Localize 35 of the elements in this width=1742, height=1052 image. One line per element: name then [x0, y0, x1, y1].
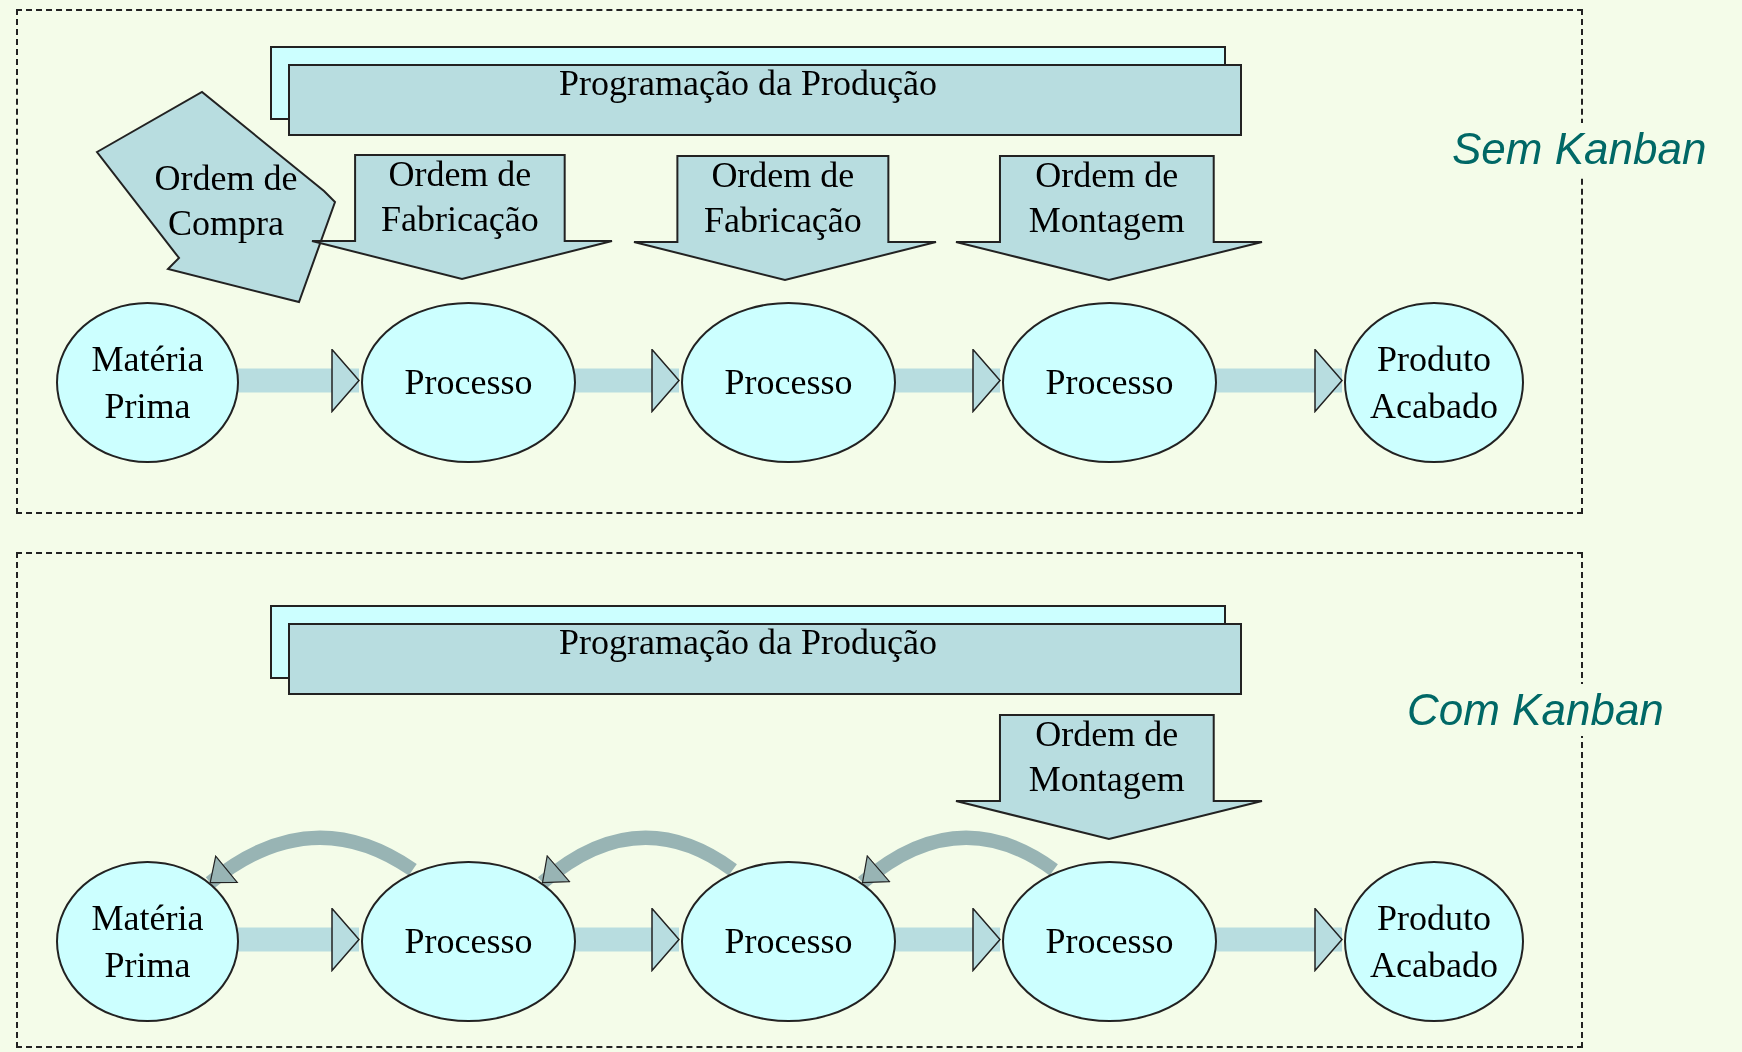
block-arrow — [574, 907, 680, 972]
order-arrow-shape — [633, 155, 937, 281]
panel-title: Sem Kanban — [1452, 123, 1707, 176]
block-arrow — [237, 907, 360, 972]
node-text: Processo — [404, 361, 533, 405]
block-arrow — [894, 907, 1001, 972]
node-text: Ordem de Montagem — [1027, 154, 1186, 243]
block-arrow — [1215, 348, 1343, 413]
node-text: Programação da Produção — [559, 621, 937, 663]
node-text: Programação da Produção — [559, 62, 937, 104]
block-arrow — [237, 348, 360, 413]
node-text: Ordem de Fabricação — [379, 153, 540, 242]
node-text: Processo — [1045, 361, 1174, 405]
curved-arrow — [538, 831, 737, 889]
order-arrow-shape — [955, 155, 1263, 281]
order-arrow-shape — [96, 91, 336, 303]
node-text: Ordem de Compra — [153, 157, 299, 245]
curved-arrow — [205, 831, 417, 889]
panel-title: Com Kanban — [1407, 684, 1664, 737]
block-arrow — [894, 348, 1001, 413]
block-arrow — [574, 348, 680, 413]
node-text: Processo — [724, 361, 853, 405]
node-text: Produto Acabado — [1369, 337, 1499, 428]
node-text: Matéria Prima — [90, 896, 205, 987]
node-text: Processo — [404, 920, 533, 964]
order-arrow-shape — [311, 154, 613, 280]
block-arrow — [1215, 907, 1343, 972]
node-text: Ordem de Fabricação — [702, 154, 863, 243]
node-text: Processo — [1045, 920, 1174, 964]
node-text: Processo — [724, 920, 853, 964]
node-text: Ordem de Montagem — [1027, 713, 1186, 802]
node-text: Produto Acabado — [1369, 896, 1499, 987]
order-arrow-shape — [955, 714, 1263, 840]
node-text: Matéria Prima — [90, 337, 205, 428]
curved-arrow — [858, 831, 1058, 889]
